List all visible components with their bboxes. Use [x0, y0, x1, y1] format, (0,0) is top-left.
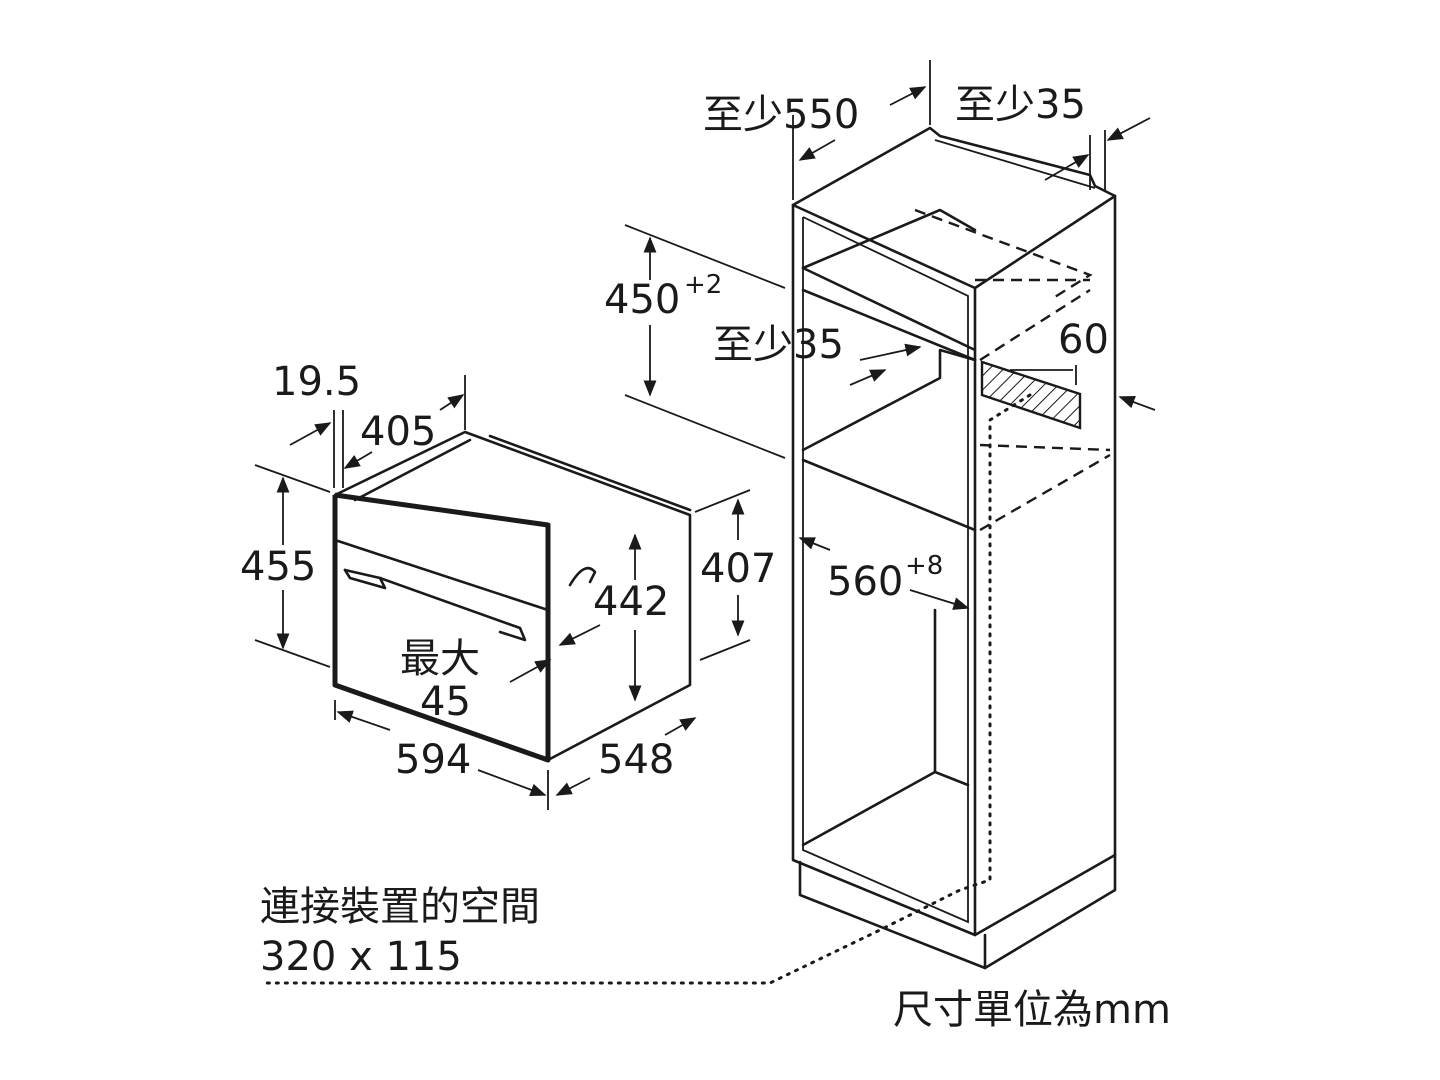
label-oven-height: 455 [240, 544, 316, 590]
label-cabinet-min-back: 至少35 [955, 82, 1086, 128]
oven [332, 430, 692, 763]
label-handle-max: 最大 [400, 636, 480, 682]
label-cabinet-min-depth: 至少550 [703, 92, 859, 138]
label-oven-side-height: 407 [700, 546, 776, 592]
label-oven-body-height: 442 [593, 579, 669, 625]
label-panel-thickness: 19.5 [272, 359, 361, 405]
label-handle-max-value: 45 [420, 679, 471, 725]
label-oven-width: 594 [395, 737, 471, 783]
label-oven-depth: 548 [598, 737, 674, 783]
label-units-note: 尺寸單位為mm [893, 987, 1171, 1033]
oven-dimensions [254, 375, 751, 810]
label-shelf-min: 至少35 [713, 322, 844, 368]
label-niche-width-tolerance: +8 [905, 551, 943, 581]
label-oven-body-depth: 405 [360, 409, 436, 455]
label-vent-height: 60 [1058, 317, 1109, 363]
label-niche-width: 560 [827, 559, 903, 605]
label-niche-height-tolerance: +2 [684, 270, 722, 300]
tall-cabinet [260, 126, 1117, 985]
label-connection-size: 320 x 115 [260, 934, 462, 980]
label-niche-height: 450 [604, 277, 680, 323]
cabinet-dimensions [624, 60, 1156, 610]
label-connection-title: 連接裝置的空間 [260, 884, 540, 930]
